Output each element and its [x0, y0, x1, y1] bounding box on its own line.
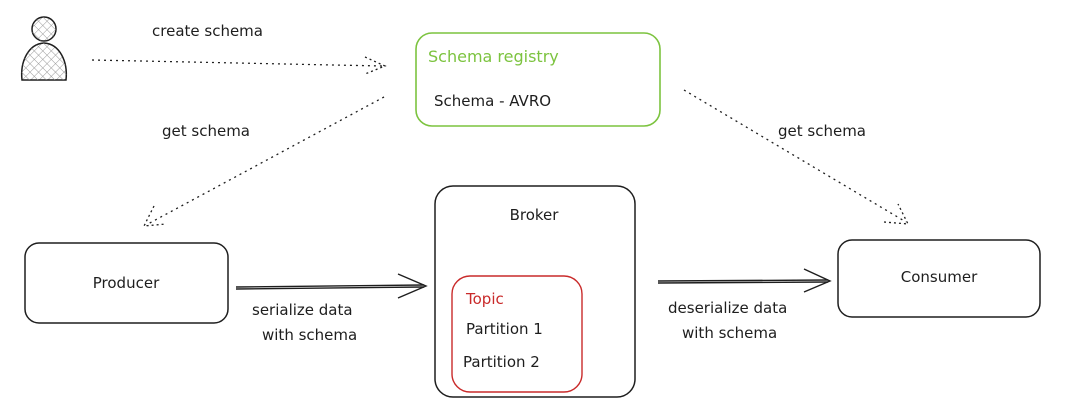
get-schema-right-label: get schema	[778, 122, 866, 140]
topic-title: Topic	[465, 290, 504, 308]
broker-title: Broker	[510, 206, 560, 224]
deserialize-label-line-2: with schema	[682, 324, 777, 342]
producer-label: Producer	[93, 274, 160, 292]
partition-1-label: Partition 1	[466, 320, 543, 338]
topic-box: Topic Partition 1 Partition 2	[451, 275, 583, 393]
get-schema-left-arrow	[142, 96, 385, 227]
get-schema-right-arrow	[683, 89, 910, 225]
producer-box: Producer	[24, 242, 229, 324]
person-icon	[20, 16, 68, 81]
partition-2-label: Partition 2	[463, 353, 540, 371]
consumer-box: Consumer	[837, 239, 1041, 318]
deserialize-label-line-1: deserialize data	[668, 299, 787, 317]
schema-registry-content: Schema - AVRO	[434, 92, 551, 110]
schema-registry-title: Schema registry	[428, 47, 559, 66]
consumer-label: Consumer	[901, 268, 978, 286]
create-schema-label: create schema	[152, 22, 263, 40]
schema-registry-box: Schema registry Schema - AVRO	[415, 32, 661, 127]
serialize-label-line-1: serialize data	[252, 301, 353, 319]
serialize-label-line-2: with schema	[262, 326, 357, 344]
deserialize-arrow	[657, 268, 832, 293]
broker-box: Broker	[434, 185, 636, 398]
get-schema-left-label: get schema	[162, 122, 250, 140]
serialize-arrow	[235, 273, 428, 299]
create-schema-arrow	[91, 56, 387, 75]
